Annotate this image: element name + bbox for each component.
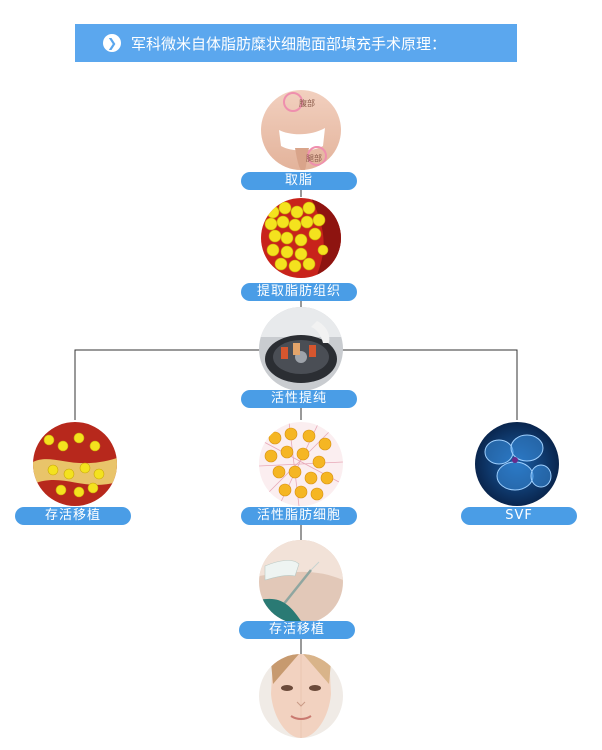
step-label-graft-center: 存活移植 <box>239 621 355 639</box>
step-label-active-cells: 活性脂肪细胞 <box>241 507 357 525</box>
header-title: 军科微米自体脂肪糜状细胞面部填充手术原理： <box>131 34 447 53</box>
svf-image <box>475 422 559 506</box>
graft-center-image <box>259 540 343 624</box>
step-label-fat-tissue: 提取脂肪组织 <box>241 283 357 301</box>
tag-abdomen: 腹部 <box>299 98 315 108</box>
step-label-fat-harvest: 取脂 <box>241 172 357 190</box>
step-label-purification: 活性提纯 <box>241 390 357 408</box>
fat-harvest-image: 腹部 腿部 <box>261 90 341 170</box>
step-label-svf: SVF <box>461 507 577 525</box>
fat-tissue-image <box>261 198 341 278</box>
purification-image <box>259 307 343 391</box>
graft-left-image <box>33 422 117 506</box>
header-banner: ❯ 军科微米自体脂肪糜状细胞面部填充手术原理： <box>75 24 517 62</box>
active-cells-image <box>259 422 343 506</box>
face-result-image <box>259 654 343 738</box>
chevron-right-icon: ❯ <box>103 34 121 52</box>
step-label-graft-left: 存活移植 <box>15 507 131 525</box>
tag-thigh: 腿部 <box>306 153 322 163</box>
